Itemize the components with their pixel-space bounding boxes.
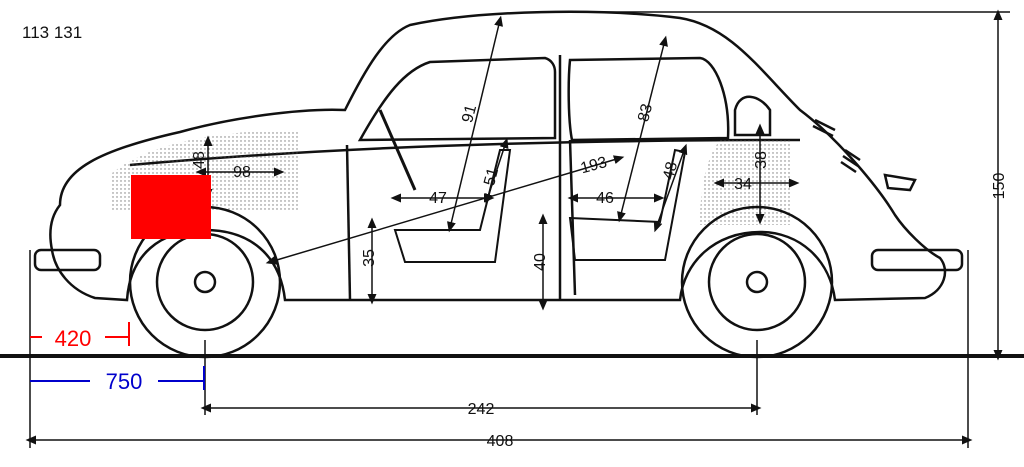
front-trunk-depth-label: 98 xyxy=(233,164,251,181)
diag-91-label: 91 xyxy=(459,103,480,125)
rear-wheel xyxy=(680,205,834,359)
front-seat-depth-label: 47 xyxy=(429,190,447,207)
blue-dimension-label: 750 xyxy=(106,369,143,394)
red-dimension-label: 420 xyxy=(55,326,92,351)
highlight-box xyxy=(131,175,211,239)
rear-seat-depth-label: 46 xyxy=(596,190,614,207)
wheelbase-label: 242 xyxy=(468,401,495,418)
diag-193-label: 193 xyxy=(579,154,609,177)
luggage-depth-label: 34 xyxy=(734,176,752,193)
luggage-height-label: 38 xyxy=(753,151,770,169)
exterior-dimension-lines xyxy=(25,9,1010,448)
front-seat-back-label: 51 xyxy=(481,166,502,188)
red-dimension xyxy=(30,322,130,346)
steering-column xyxy=(378,109,417,191)
front-trunk-height-label: 48 xyxy=(191,151,208,169)
model-code: 113 131 xyxy=(22,23,82,42)
front-seat-height-label: 35 xyxy=(361,249,378,267)
rear-seat-height-label: 40 xyxy=(532,253,549,271)
diag-83-label: 83 xyxy=(635,102,656,124)
height-label: 150 xyxy=(991,173,1008,200)
rear-seat-back-label: 48 xyxy=(660,160,681,182)
blue-dimension xyxy=(30,366,205,390)
overall-length-label: 408 xyxy=(487,433,514,450)
